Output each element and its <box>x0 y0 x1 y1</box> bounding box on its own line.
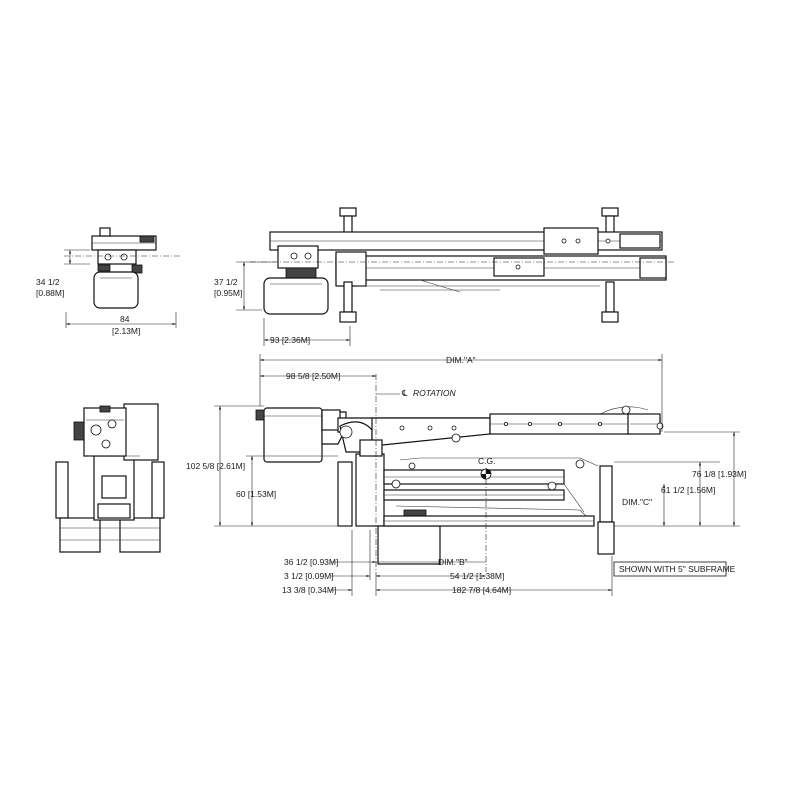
rear-view <box>55 403 165 553</box>
top-view <box>236 207 676 346</box>
dim-c-label: DIM."C" <box>622 497 652 507</box>
bottom-182: 182 7/8 [4.64M] <box>452 585 511 595</box>
total-height: 102 5/8 [2.61M] <box>186 461 245 471</box>
bottom-54: 54 1/2 [1.38M] <box>450 571 504 581</box>
bottom-36: 36 1/2 [0.93M] <box>284 557 338 567</box>
right-height: 76 1/8 [1.93M] <box>692 469 746 479</box>
cg-label: C.G. <box>478 456 495 466</box>
subframe-note-box <box>613 561 727 577</box>
side-height-a: 34 1/2 <box>36 277 60 287</box>
rotation-offset: 98 5/8 [2.50M] <box>286 371 340 381</box>
subframe-note: SHOWN WITH 5" SUBFRAME <box>619 564 736 574</box>
main-dimensions <box>214 354 740 596</box>
top-length: 93 [2.36M] <box>270 335 310 345</box>
bottom-13: 13 3/8 [0.34M] <box>282 585 336 595</box>
top-height: 37 1/2 <box>214 277 238 287</box>
centerline-symbol: ℄ <box>401 388 408 398</box>
rotation-label: ROTATION <box>413 388 457 398</box>
side-height-a-metric: [0.88M] <box>36 288 64 298</box>
end-view-small <box>64 227 180 328</box>
body-height: 60 [1.53M] <box>236 489 276 499</box>
dim-a-label: DIM."A" <box>446 355 476 365</box>
dim-b-label: DIM."B" <box>438 557 468 567</box>
bottom-3: 3 1/2 [0.09M] <box>284 571 334 581</box>
side-width: 84 <box>120 314 130 324</box>
side-view-main <box>255 374 664 572</box>
side-width-metric: [2.13M] <box>112 326 140 336</box>
dim-c-height: 61 1/2 [1.56M] <box>661 485 715 495</box>
top-height-metric: [0.95M] <box>214 288 242 298</box>
